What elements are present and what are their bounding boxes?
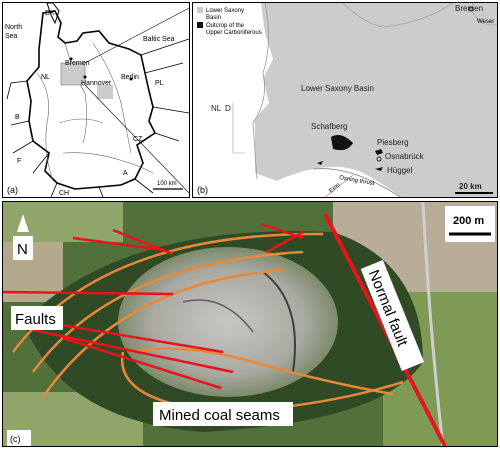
basin-patch [97, 85, 113, 99]
germany-overview-map: DK North Sea Baltic Sea Bremen Hannover … [2, 2, 190, 198]
label-baltic-sea: Baltic Sea [143, 36, 175, 43]
label-piesberg: Piesberg [377, 138, 409, 147]
panel-c-tag: (c) [10, 434, 21, 444]
label-ems: Ems [328, 182, 341, 194]
river-elbe [92, 42, 132, 154]
river-line-north [342, 3, 454, 28]
nl-d-border [232, 103, 245, 154]
panel-b-tag: (b) [197, 185, 208, 195]
hannover-dot [83, 75, 87, 79]
label-weser: Weser [477, 19, 494, 25]
label-bremen-b: Bremen [455, 4, 483, 13]
osning-line [312, 168, 401, 197]
river-danube [62, 152, 154, 174]
north-box [13, 236, 33, 260]
aerial-photo-svg: N 200 m Faults Normal fault Mined coal s… [3, 202, 497, 446]
label-ch: CH [59, 190, 69, 197]
inset-line-top [84, 7, 189, 64]
osnabrueck-marker [376, 156, 382, 162]
label-osning: Osning thrust [339, 175, 376, 187]
outcrop-west [317, 161, 323, 165]
label-a: A [123, 170, 128, 177]
legend-outcrop-2: Upper Carboniferous [206, 30, 262, 36]
label-nl-b: NL [211, 104, 222, 113]
coal-seam-3 [41, 268, 284, 398]
neighbour-borders [6, 38, 189, 197]
label-cz: CZ [133, 136, 143, 143]
bremen-dot [69, 57, 73, 61]
piesberg-aerial-photo: N 200 m Faults Normal fault Mined coal s… [2, 201, 498, 447]
north-label: N [17, 241, 28, 258]
north-arrow-icon [17, 214, 29, 232]
basin-map-svg: Lower Saxony Basin Outcrop of the Upper … [193, 3, 497, 197]
river-main [58, 118, 104, 124]
fault-5 [3, 290, 174, 296]
label-schafberg: Schafberg [311, 122, 347, 131]
basin-area [251, 3, 497, 197]
normal-fault-box [360, 260, 425, 372]
road-east [421, 202, 445, 446]
panel-a-tag: (a) [7, 185, 18, 195]
coal-seams-label: Mined coal seams [159, 407, 280, 424]
legend-basin-1: Lower Saxony [206, 8, 244, 14]
denmark-outline [46, 3, 60, 25]
nl-area [193, 33, 255, 183]
label-pl: PL [155, 80, 164, 87]
fault-4 [266, 230, 304, 254]
coal-seam-5 [132, 347, 394, 396]
fault-8 [62, 336, 222, 390]
legend-outcrop-swatch [197, 22, 203, 28]
label-north-sea-1: North [5, 24, 22, 31]
study-area-box [60, 62, 86, 86]
inset-line-bottom [84, 84, 189, 194]
piesberg-outcrop [375, 149, 383, 155]
fault-1 [72, 236, 164, 252]
lower-saxony-basin-map: Lower Saxony Basin Outcrop of the Upper … [192, 2, 498, 198]
faults-label: Faults [15, 311, 56, 328]
fault-6 [42, 320, 224, 354]
scale-label-a: 100 km [157, 181, 177, 187]
label-d-b: D [225, 104, 231, 113]
label-berlin: Berlin [121, 74, 139, 81]
river-weser-line [471, 3, 497, 26]
germany-map-svg: DK North Sea Baltic Sea Bremen Hannover … [5, 3, 189, 197]
label-hueggel: Hüggel [387, 166, 413, 175]
label-osnabrueck: Osnabrück [385, 152, 425, 161]
label-bremen: Bremen [65, 60, 90, 67]
fault-7 [32, 328, 234, 374]
river-rhine [36, 72, 54, 182]
scale-label-b: 20 km [459, 182, 482, 191]
schafberg-outcrop [331, 135, 353, 151]
hueggel-outcrop [375, 167, 383, 171]
panel-c-tag-box [7, 430, 31, 446]
label-basin: Lower Saxony Basin [301, 84, 374, 93]
basin-west-edge [252, 3, 269, 180]
label-nl: NL [41, 74, 50, 81]
ems-river [325, 174, 354, 197]
legend-outcrop-1: Outcrop of the [206, 23, 245, 29]
coal-seams-box [153, 402, 293, 426]
scale-label-c: 200 m [453, 215, 484, 227]
quarry-terrace-2 [182, 299, 254, 333]
legend-basin-swatch [197, 7, 203, 13]
fault-2 [112, 228, 174, 256]
label-f: F [17, 158, 21, 165]
label-b: B [15, 114, 20, 121]
germany-border [26, 10, 157, 190]
berlin-dot [129, 77, 133, 81]
bremen-marker [468, 6, 474, 12]
scale-box-c [445, 206, 495, 242]
normal-fault-line [323, 213, 447, 446]
coal-seam-2 [31, 250, 304, 373]
legend-basin-2: Basin [206, 15, 221, 21]
label-north-sea-2: Sea [5, 33, 18, 40]
label-dk: DK [45, 10, 55, 17]
faults-box [11, 306, 63, 330]
label-hannover: Hannover [81, 80, 112, 87]
quarry-terrace [262, 271, 296, 373]
